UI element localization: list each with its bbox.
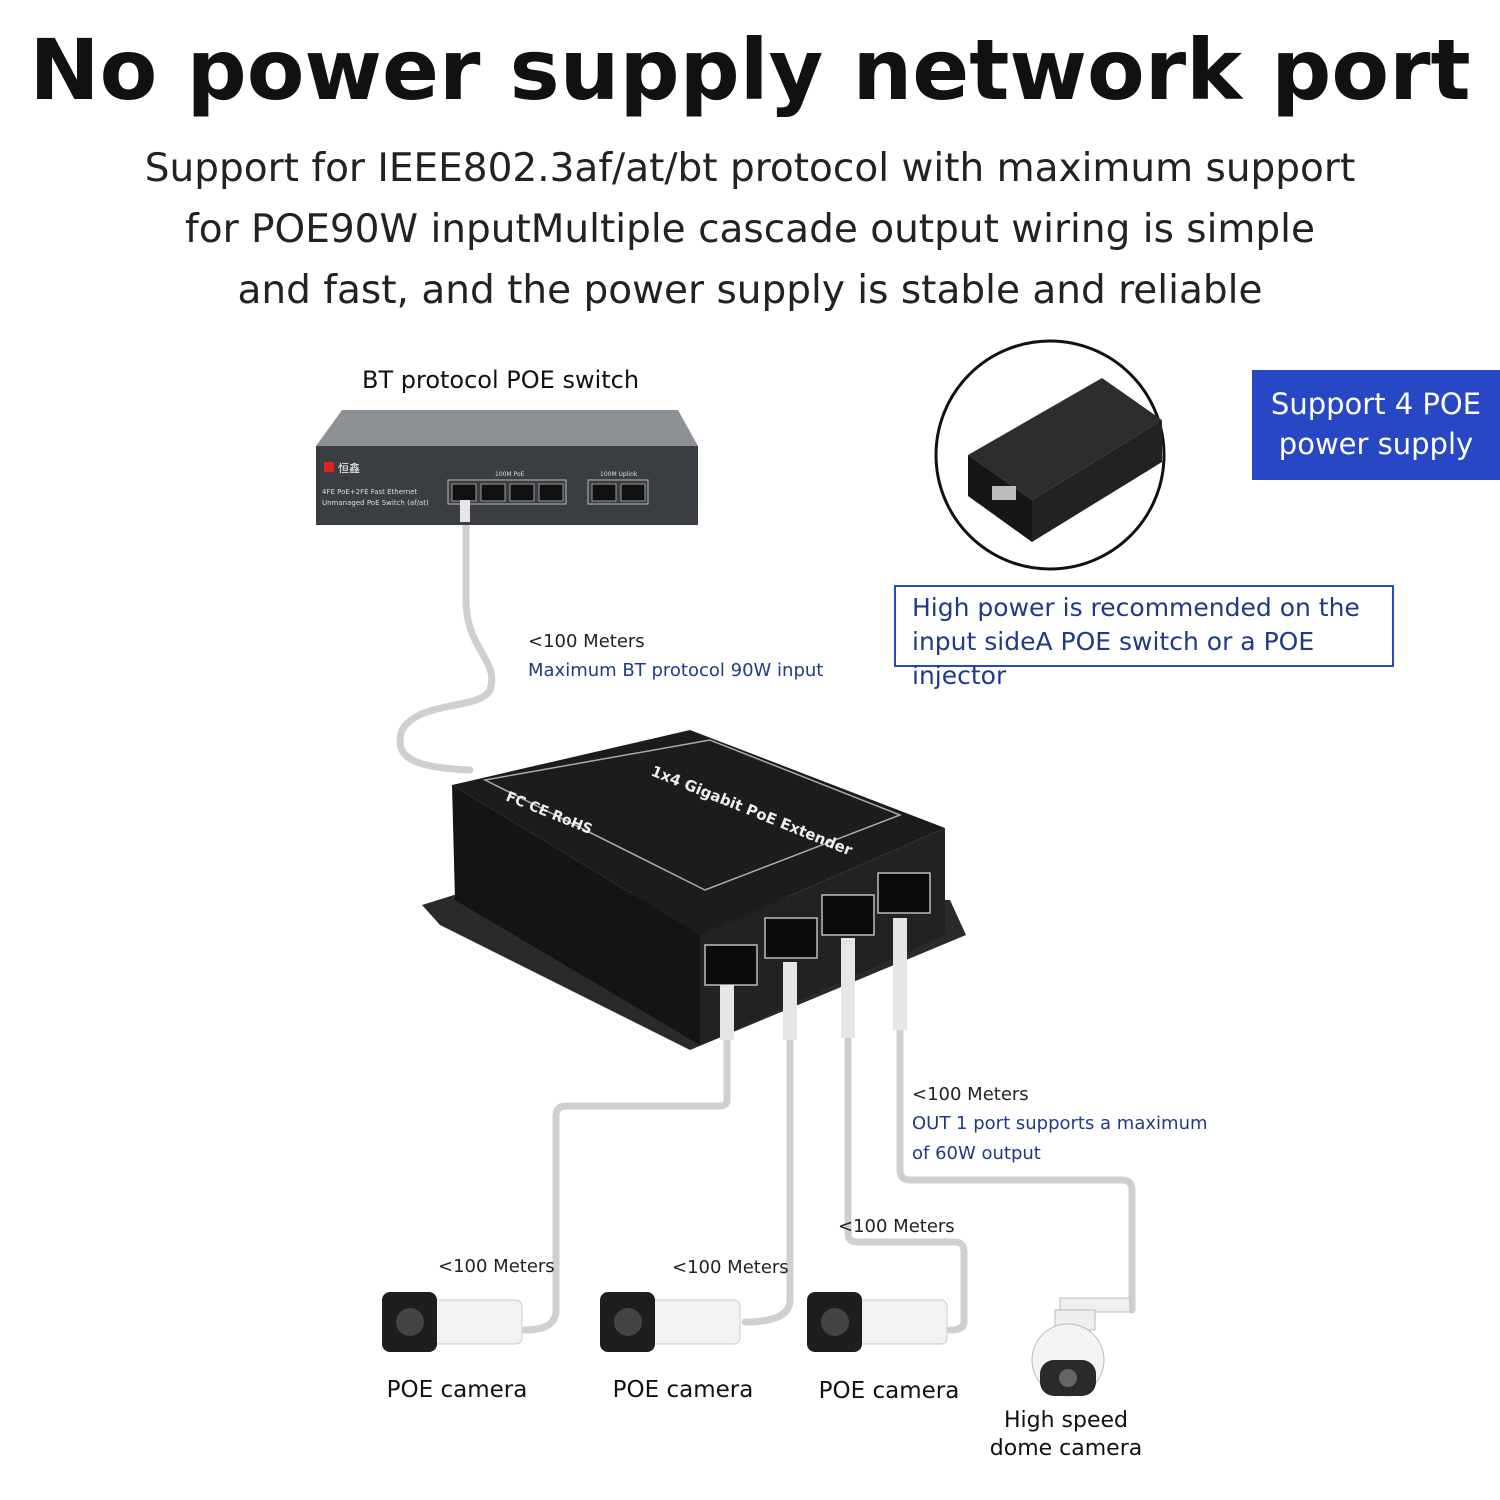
extender-port-4 xyxy=(877,872,931,914)
support-box: Support 4 POE power supply xyxy=(1252,370,1500,480)
poe-extender: 1x4 Gigabit PoE Extender FC CE RoHS xyxy=(422,730,966,1050)
camera-1 xyxy=(382,1292,523,1352)
extender-top xyxy=(452,730,945,935)
dome-camera-label-2: dome camera xyxy=(990,1436,1142,1461)
brand-logo-icon xyxy=(324,462,334,472)
switch-uplink-port-1 xyxy=(591,483,617,502)
extender-ports xyxy=(704,872,931,986)
out1-note-2: of 60W output xyxy=(912,1143,1041,1164)
switch-uplink-port-frame xyxy=(587,479,649,505)
extender-left-side xyxy=(452,785,700,1045)
switch-uplink-port-2 xyxy=(620,483,646,502)
subtitle-line-3: and fast, and the power supply is stable… xyxy=(237,268,1263,313)
switch-port-1 xyxy=(451,483,477,502)
cable-out-1 xyxy=(896,1026,1136,1314)
input-cable xyxy=(396,516,496,774)
extender-top-panel xyxy=(482,739,903,891)
output-plug-1 xyxy=(720,985,734,1040)
headline: No power supply network port xyxy=(29,21,1471,119)
dome-camera-label-1: High speed xyxy=(1004,1408,1128,1433)
switch-ports xyxy=(451,483,646,502)
injector-port-icon xyxy=(992,486,1016,500)
output-plug-2 xyxy=(783,962,797,1040)
camera-2 xyxy=(600,1292,741,1352)
input-plug xyxy=(460,500,470,522)
poe-switch: 恒鑫 4FE PoE+2FE Fast Ethernet Unmanaged P… xyxy=(316,410,698,525)
input-distance: <100 Meters xyxy=(528,631,645,652)
input-note: Maximum BT protocol 90W input xyxy=(528,660,823,681)
subtitle: Support for IEEE802.3af/at/bt protocol w… xyxy=(100,138,1400,321)
camera-3 xyxy=(807,1292,948,1352)
camera-1-distance: <100 Meters xyxy=(438,1256,555,1277)
injector-photo xyxy=(934,339,1166,571)
switch-brand: 恒鑫 xyxy=(338,461,360,475)
injector-top xyxy=(968,378,1162,500)
subtitle-line-2: for POE90W inputMultiple cascade output … xyxy=(184,207,1316,252)
subtitle-line-1: Support for IEEE802.3af/at/bt protocol w… xyxy=(144,146,1356,191)
extender-port-3 xyxy=(821,894,875,936)
switch-uplink-group-label: 100M Uplink xyxy=(600,471,638,478)
output-plugs xyxy=(720,918,907,1040)
support-box-line-1: Support 4 POE xyxy=(1270,387,1482,421)
camera-2-label: POE camera xyxy=(613,1377,754,1403)
switch-desc-1: 4FE PoE+2FE Fast Ethernet xyxy=(322,488,417,496)
dome-camera-lens-icon xyxy=(1059,1369,1077,1387)
camera-1-label: POE camera xyxy=(387,1377,528,1403)
camera-1-lens-icon xyxy=(396,1308,424,1336)
camera-2-lens-icon xyxy=(614,1308,642,1336)
dome-camera xyxy=(1031,1297,1131,1397)
switch-poe-port-frame xyxy=(447,479,567,505)
recommend-box-line-2: input sideA POE switch or a POE injector xyxy=(912,627,1315,690)
output-plug-4 xyxy=(893,918,907,1030)
injector-side xyxy=(1032,420,1162,542)
switch-port-4 xyxy=(538,483,564,502)
recommend-box-line-1: High power is recommended on the xyxy=(912,593,1360,622)
cable-out-4 xyxy=(521,1036,731,1334)
cable-out-3 xyxy=(741,1036,794,1326)
switch-top xyxy=(316,410,698,446)
camera-3-distance: <100 Meters xyxy=(838,1216,955,1237)
output-plug-3 xyxy=(841,938,855,1038)
out1-distance: <100 Meters xyxy=(912,1084,1029,1105)
extender-port-1 xyxy=(704,944,758,986)
cables xyxy=(396,516,1136,1334)
switch-port-3 xyxy=(509,483,535,502)
switch-desc-2: Unmanaged PoE Switch (af/at) xyxy=(322,499,429,507)
camera-3-lens-icon xyxy=(821,1308,849,1336)
out1-note-1: OUT 1 port supports a maximum xyxy=(912,1113,1208,1134)
switch-port-2 xyxy=(480,483,506,502)
recommend-box: High power is recommended on the input s… xyxy=(894,585,1394,690)
camera-3-label: POE camera xyxy=(819,1378,960,1404)
support-box-line-2: power supply xyxy=(1278,427,1474,461)
camera-2-distance: <100 Meters xyxy=(672,1257,789,1278)
extender-port-2 xyxy=(764,917,818,959)
cable-out-2 xyxy=(844,1036,968,1334)
switch-poe-group-label: 100M PoE xyxy=(495,471,525,478)
switch-label: BT protocol POE switch xyxy=(362,366,639,394)
